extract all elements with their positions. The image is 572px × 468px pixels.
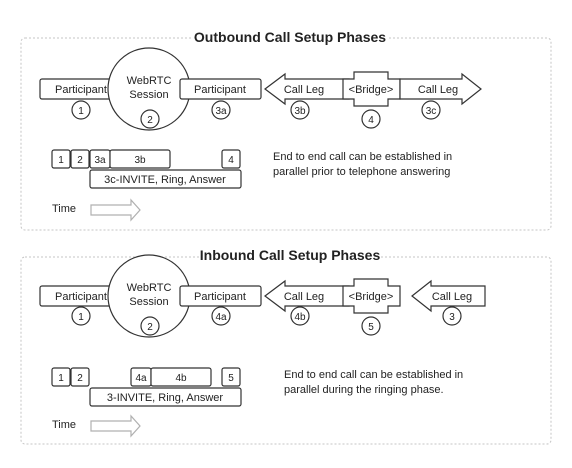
inbound-time-label: Time: [52, 419, 76, 431]
outbound-marker-4-label: 4: [368, 115, 374, 126]
outbound-participant-right-label: Participant: [194, 84, 246, 96]
outbound-panel-border: [20, 37, 552, 231]
outbound-time-label: Time: [52, 203, 76, 215]
inbound-timeline-cell-2: [70, 367, 90, 387]
inbound-timeline-cell-4b-label: 4b: [175, 373, 187, 384]
outbound-note-line2: parallel prior to telephone answering: [273, 166, 450, 178]
outbound-timeline-bar-label: 3c-INVITE, Ring, Answer: [104, 174, 226, 186]
inbound-timeline-cell-1-label: 1: [58, 373, 64, 384]
inbound-marker-4b-label: 4b: [294, 312, 306, 323]
inbound-marker-5-label: 5: [368, 322, 374, 333]
inbound-participant-left-label: Participant: [55, 291, 107, 303]
outbound-participant-right-box: [179, 78, 262, 100]
outbound-marker-3b-label: 3b: [294, 106, 306, 117]
inbound-panel: Inbound Call Setup Phases Participant We…: [20, 246, 552, 445]
inbound-webrtc-label-line2: Session: [129, 296, 168, 308]
outbound-marker-2: [140, 109, 160, 129]
outbound-timeline-cell-3b: [109, 149, 171, 169]
inbound-timeline-bar: [89, 387, 242, 407]
inbound-title-bg: [199, 246, 381, 266]
outbound-bridge-label: <Bridge>: [349, 84, 394, 96]
outbound-marker-3c: [421, 100, 441, 120]
outbound-bridge-shape: [342, 71, 401, 107]
outbound-timeline-bar: [89, 169, 242, 189]
outbound-webrtc-label-line1: WebRTC: [127, 75, 172, 87]
outbound-call-leg-right-label: Call Leg: [418, 84, 458, 96]
inbound-call-leg-right-label: Call Leg: [432, 291, 472, 303]
outbound-marker-3c-label: 3c: [426, 106, 437, 117]
outbound-marker-1-label: 1: [78, 106, 84, 117]
inbound-title: Inbound Call Setup Phases: [200, 247, 381, 263]
inbound-timeline-cell-1: [51, 367, 71, 387]
outbound-panel: Outbound Call Setup Phases Participant W…: [20, 28, 552, 231]
inbound-participant-right-label: Participant: [194, 291, 246, 303]
outbound-note-line1: End to end call can be established in: [273, 151, 452, 163]
outbound-marker-3a: [211, 100, 231, 120]
outbound-timeline-cell-3a-label: 3a: [94, 155, 106, 166]
inbound-bridge-label: <Bridge>: [349, 291, 394, 303]
inbound-call-leg-right-arrow: [411, 279, 486, 313]
inbound-panel-border: [20, 256, 552, 445]
inbound-marker-2: [140, 316, 160, 336]
inbound-marker-4b: [290, 306, 310, 326]
outbound-call-leg-left-label: Call Leg: [284, 84, 324, 96]
inbound-note-line2: parallel during the ringing phase.: [284, 384, 444, 396]
inbound-marker-3: [442, 306, 462, 326]
outbound-timeline-cell-1-label: 1: [58, 155, 64, 166]
outbound-timeline-cell-4: [221, 149, 241, 169]
inbound-marker-5: [361, 316, 381, 336]
outbound-marker-3a-label: 3a: [215, 106, 227, 117]
outbound-time-arrow-icon: [90, 198, 141, 222]
inbound-marker-4a-label: 4a: [215, 312, 227, 323]
inbound-note-line1: End to end call can be established in: [284, 369, 463, 381]
outbound-marker-1: [71, 100, 91, 120]
outbound-timeline-cell-4-label: 4: [228, 155, 234, 166]
inbound-timeline-cell-2-label: 2: [77, 373, 83, 384]
outbound-call-leg-right-arrow: [399, 72, 482, 106]
inbound-webrtc-label-line1: WebRTC: [127, 282, 172, 294]
inbound-marker-1-label: 1: [78, 312, 84, 323]
outbound-timeline-cell-3b-label: 3b: [134, 155, 146, 166]
inbound-timeline-bar-label: 3-INVITE, Ring, Answer: [107, 392, 223, 404]
inbound-timeline-cell-4a-label: 4a: [135, 373, 147, 384]
outbound-title-bg: [193, 28, 389, 48]
outbound-timeline-cell-2: [70, 149, 90, 169]
outbound-participant-left-label: Participant: [55, 84, 107, 96]
inbound-timeline-cell-4b: [150, 367, 212, 387]
inbound-bridge-shape: [342, 278, 401, 314]
inbound-marker-4a: [211, 306, 231, 326]
outbound-timeline-cell-2-label: 2: [77, 155, 83, 166]
outbound-webrtc-label-line2: Session: [129, 89, 168, 101]
inbound-marker-3-label: 3: [449, 312, 455, 323]
inbound-call-leg-left-label: Call Leg: [284, 291, 324, 303]
outbound-marker-4: [361, 109, 381, 129]
inbound-time-arrow-icon: [90, 414, 141, 438]
inbound-marker-1: [71, 306, 91, 326]
outbound-marker-2-label: 2: [147, 115, 153, 126]
outbound-title: Outbound Call Setup Phases: [194, 29, 386, 45]
inbound-timeline-cell-5: [221, 367, 241, 387]
outbound-timeline-cell-1: [51, 149, 71, 169]
outbound-marker-3b: [290, 100, 310, 120]
inbound-participant-right-box: [179, 285, 262, 307]
inbound-marker-2-label: 2: [147, 322, 153, 333]
inbound-timeline-cell-5-label: 5: [228, 373, 234, 384]
